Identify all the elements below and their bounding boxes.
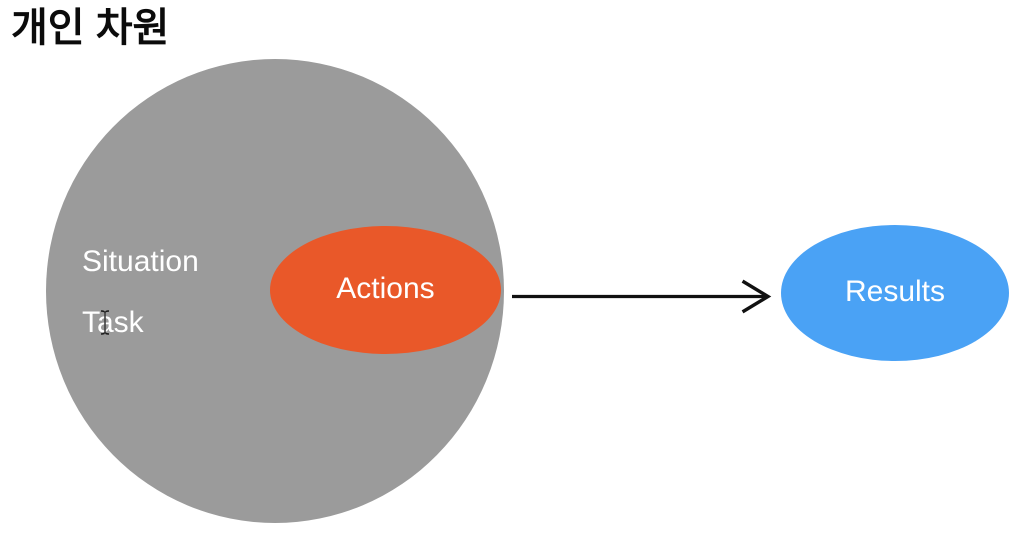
results-ellipse-shape[interactable]: Results: [781, 225, 1009, 361]
task-label: Task: [82, 306, 144, 339]
results-label: Results: [844, 275, 946, 308]
text-beam-cursor-icon: [100, 310, 110, 335]
actions-ellipse-shape[interactable]: Actions: [270, 226, 501, 354]
arrow-right-icon: [512, 279, 772, 314]
page-title: 개인 차원: [11, 6, 170, 50]
situation-label: Situation: [82, 245, 199, 278]
actions-label: Actions: [336, 272, 435, 305]
